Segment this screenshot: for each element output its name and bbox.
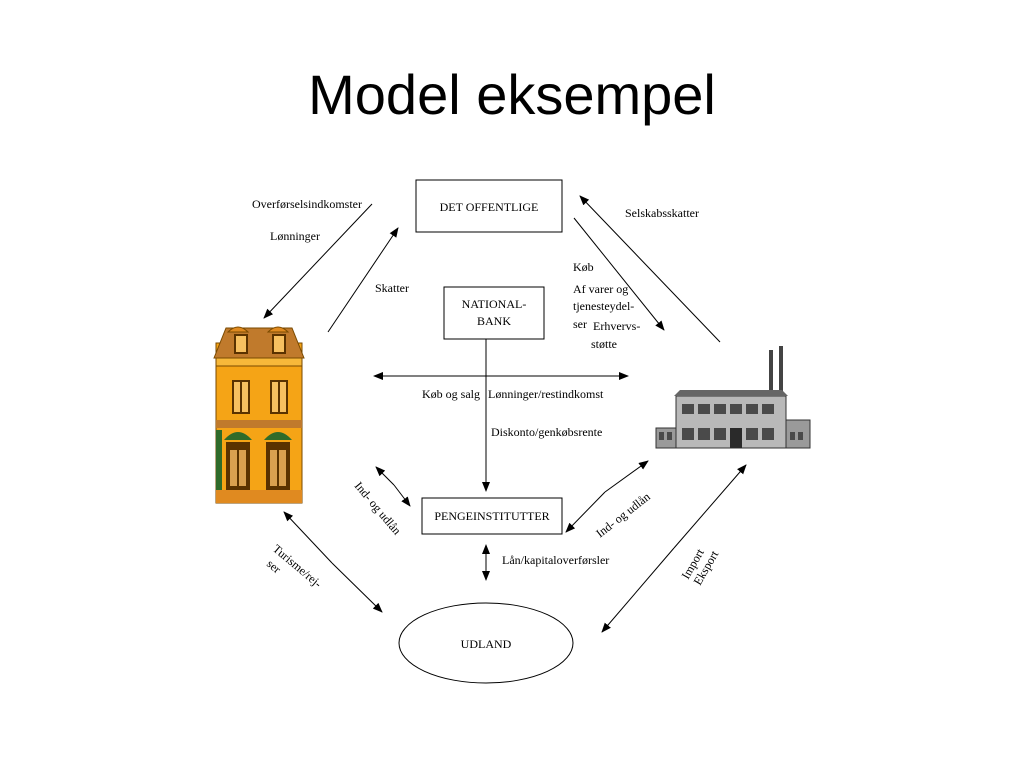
label-kob-og-salg: Køb og salg [422,387,480,401]
node-udland: UDLAND [398,602,574,684]
label-kob: Køb [573,260,594,274]
label-tjenesteydel: tjenesteydel- [573,299,634,313]
label-ser: ser [573,317,587,331]
svg-text:NATIONAL-: NATIONAL- [462,297,527,311]
svg-text:DET OFFENTLIGE: DET OFFENTLIGE [440,200,539,214]
node-det-offentlige: DET OFFENTLIGE [415,179,563,233]
label-ind-og-udlan-right: Ind- og udlån [593,490,653,541]
label-selskabsskatter: Selskabsskatter [625,206,699,220]
label-overforselsindkomster: Overførselsindkomster [252,197,362,211]
svg-text:UDLAND: UDLAND [461,637,512,651]
flow-arrows [263,195,747,633]
node-nationalbank: NATIONAL- BANK [443,286,545,340]
label-stotte: støtte [591,337,617,351]
label-lonninger-restindkomst: Lønninger/restindkomst [488,387,604,401]
label-skatter: Skatter [375,281,409,295]
node-pengeinstitutter: PENGEINSTITUTTER [421,497,563,535]
house-icon [213,326,305,504]
slide-title: Model eksempel [308,63,716,126]
svg-text:PENGEINSTITUTTER: PENGEINSTITUTTER [434,509,549,523]
label-erhvervs: Erhvervs- [593,319,640,333]
label-turisme-ser: ser [264,557,284,577]
label-lonninger: Lønninger [270,229,320,243]
svg-text:BANK: BANK [477,314,511,328]
factory-icon [655,346,811,449]
label-diskonto: Diskonto/genkøbsrente [491,425,602,439]
label-af-varer-og: Af varer og [573,282,628,296]
label-lan-kapital: Lån/kapitaloverførsler [502,553,609,567]
